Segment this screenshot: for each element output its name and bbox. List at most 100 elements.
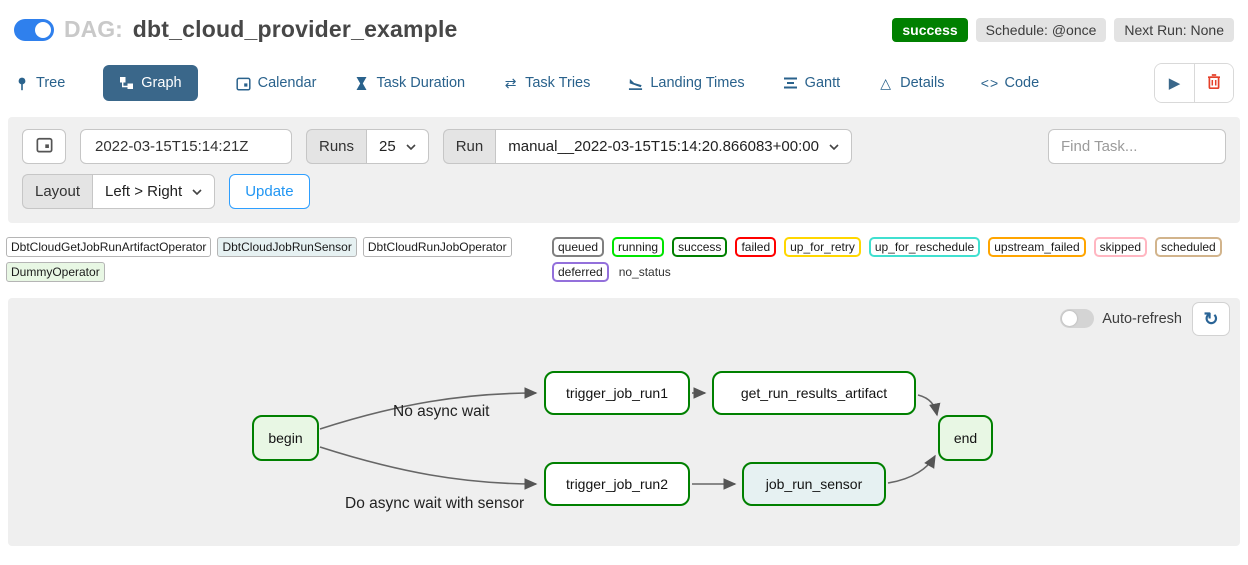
tab-label: Tree: [36, 75, 66, 91]
tab-label: Details: [900, 75, 945, 91]
state-pill[interactable]: deferred: [552, 262, 609, 282]
warning-triangle-icon: △: [880, 75, 892, 91]
schedule-badge: Schedule: @once: [975, 18, 1107, 42]
state-pill[interactable]: upstream_failed: [988, 237, 1086, 257]
tab-landing-times[interactable]: Landing Times: [628, 65, 745, 101]
state-legend: queued running success failed up_for_ret…: [552, 237, 1242, 282]
operator-pill: DummyOperator: [6, 262, 105, 282]
repeat-icon: ⇄: [504, 75, 517, 91]
run-label: Run: [442, 129, 496, 164]
dag-action-group: ▶: [1154, 63, 1234, 103]
layout-select[interactable]: Left > Right: [92, 174, 216, 209]
state-pill[interactable]: success: [672, 237, 728, 257]
tab-gantt[interactable]: Gantt: [783, 65, 840, 101]
tab-graph[interactable]: Graph: [103, 65, 198, 101]
refresh-button[interactable]: ↻: [1192, 302, 1230, 336]
layout-group: Layout Left > Right: [22, 174, 216, 209]
chevron-down-icon: [829, 143, 839, 150]
edge-label-async-sensor: Do async wait with sensor: [345, 495, 525, 512]
dag-graph-panel: Auto-refresh ↻ No async wait Do async wa…: [8, 298, 1240, 546]
operator-legend: DbtCloudGetJobRunArtifactOperator DbtClo…: [6, 237, 552, 282]
chevron-down-icon: [406, 143, 416, 150]
tab-task-duration[interactable]: Task Duration: [354, 65, 465, 101]
dag-header: DAG: dbt_cloud_provider_example success …: [0, 0, 1248, 43]
gantt-icon: [783, 76, 798, 91]
tab-label: Calendar: [257, 75, 317, 91]
trigger-dag-play-button[interactable]: ▶: [1155, 64, 1194, 102]
runs-select[interactable]: 25: [366, 129, 429, 164]
legend: DbtCloudGetJobRunArtifactOperator DbtClo…: [6, 237, 1242, 282]
operator-pill: DbtCloudRunJobOperator: [362, 237, 512, 257]
trash-icon: [1206, 73, 1222, 93]
hourglass-icon: [354, 76, 369, 91]
tree-pin-icon: [14, 76, 29, 91]
code-icon: <>: [980, 75, 1000, 91]
state-pill[interactable]: up_for_retry: [784, 237, 861, 257]
update-button[interactable]: Update: [229, 174, 310, 209]
state-pill[interactable]: queued: [552, 237, 605, 257]
edge-begin-trigger2: [319, 446, 538, 490]
view-tabbar: Tree Graph Calendar Task Duration ⇄ Task…: [0, 63, 1248, 103]
toggle-knob: [1062, 311, 1078, 326]
calendar-icon: [236, 76, 251, 91]
state-pill[interactable]: failed: [735, 237, 777, 257]
tab-label: Gantt: [804, 75, 841, 91]
run-value: manual__2022-03-15T15:14:20.866083+00:00: [508, 138, 819, 155]
play-icon: ▶: [1168, 75, 1181, 92]
tab-calendar[interactable]: Calendar: [236, 65, 317, 101]
chevron-down-icon: [192, 188, 202, 195]
operator-pill: DbtCloudGetJobRunArtifactOperator: [6, 237, 212, 257]
status-badge[interactable]: success: [892, 18, 968, 42]
state-pill[interactable]: skipped: [1093, 237, 1147, 257]
no-status-label: no_status: [618, 265, 671, 279]
task-node-trigger-job-run2[interactable]: trigger_job_run2: [544, 462, 690, 506]
edge-sensor-end: [887, 454, 936, 484]
refresh-icon: ↻: [1203, 308, 1219, 329]
find-task-input[interactable]: [1061, 138, 1213, 155]
tab-tree[interactable]: Tree: [14, 65, 65, 101]
task-node-end[interactable]: end: [938, 415, 993, 461]
tab-label: Task Duration: [376, 75, 466, 91]
dag-pause-toggle[interactable]: [14, 18, 54, 41]
find-task-field: [1048, 129, 1226, 164]
run-select[interactable]: manual__2022-03-15T15:14:20.866083+00:00: [495, 129, 852, 164]
dag-title: dbt_cloud_provider_example: [132, 16, 458, 42]
next-run-badge: Next Run: None: [1114, 18, 1234, 42]
auto-refresh-label: Auto-refresh: [1102, 310, 1182, 327]
task-node-job-run-sensor[interactable]: job_run_sensor: [742, 462, 886, 506]
tab-label: Task Tries: [525, 75, 591, 91]
tab-code[interactable]: <> Code: [980, 65, 1040, 101]
graph-icon: [119, 76, 134, 91]
runs-group: Runs 25: [306, 129, 429, 164]
dag-prefix-label: DAG:: [64, 16, 123, 42]
graph-toolbar: 2022-03-15T15:14:21Z Runs 25 Run manual_…: [8, 117, 1240, 223]
delete-dag-button[interactable]: [1194, 64, 1233, 102]
tab-label: Landing Times: [650, 75, 745, 91]
edge-artifact-end: [917, 394, 941, 417]
edge-begin-trigger1: [319, 387, 538, 430]
runs-value: 25: [379, 138, 396, 155]
edge-label-no-async: No async wait: [393, 403, 490, 420]
layout-label: Layout: [22, 174, 93, 209]
state-pill[interactable]: running: [612, 237, 665, 257]
base-date-input[interactable]: 2022-03-15T15:14:21Z: [80, 129, 292, 164]
tab-label: Code: [1004, 75, 1040, 91]
auto-refresh-toggle[interactable]: [1060, 309, 1095, 328]
state-pill[interactable]: scheduled: [1155, 237, 1222, 257]
calendar-icon: [36, 136, 53, 157]
operator-pill: DbtCloudJobRunSensor: [217, 237, 357, 257]
runs-label: Runs: [306, 129, 367, 164]
task-node-get-run-results-artifact[interactable]: get_run_results_artifact: [712, 371, 916, 415]
tab-details[interactable]: △ Details: [878, 65, 944, 101]
layout-value: Left > Right: [105, 183, 183, 200]
dag-edges: [319, 387, 941, 490]
tab-label: Graph: [141, 75, 182, 91]
tab-task-tries[interactable]: ⇄ Task Tries: [503, 65, 591, 101]
base-date-calendar-button[interactable]: [22, 129, 66, 164]
run-group: Run manual__2022-03-15T15:14:20.866083+0…: [442, 129, 852, 164]
task-node-trigger-job-run1[interactable]: trigger_job_run1: [544, 371, 690, 415]
state-pill[interactable]: up_for_reschedule: [868, 237, 981, 257]
task-node-begin[interactable]: begin: [252, 415, 319, 461]
toggle-knob: [35, 21, 51, 38]
plane-landing-icon: [628, 76, 643, 91]
